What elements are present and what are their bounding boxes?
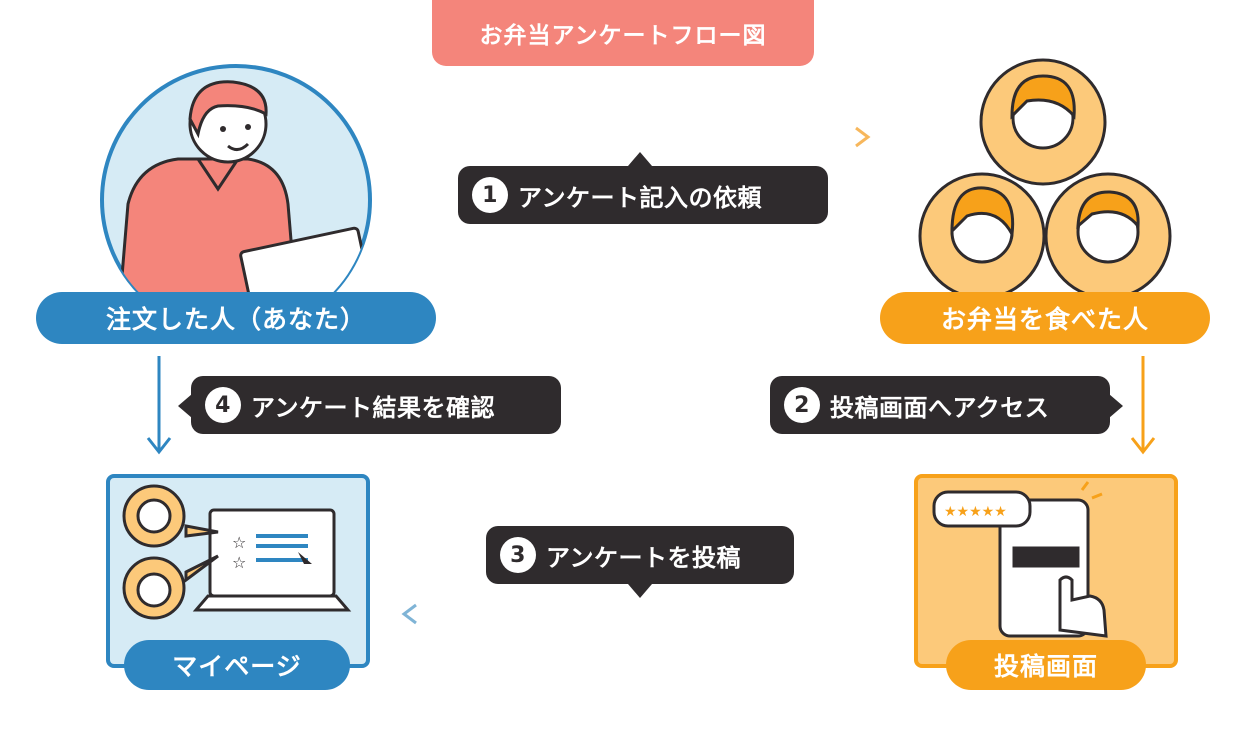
step4-pointer — [178, 394, 192, 418]
step3-pointer — [628, 584, 652, 598]
step-4: 4 アンケート結果を確認 — [191, 376, 561, 434]
step-2-label: 投稿画面へアクセス — [830, 393, 1050, 422]
node-mypage-label: マイページ — [124, 640, 350, 690]
node-post-screen-label: 投稿画面 — [946, 640, 1146, 690]
arrow-left-down — [146, 356, 172, 455]
hand-pointer-icon — [1058, 575, 1108, 638]
step-2: 2 投稿画面へアクセス — [770, 376, 1110, 434]
step-4-number: 4 — [205, 387, 241, 423]
star-icon: ☆ — [232, 533, 246, 552]
svg-text:☆: ☆ — [232, 553, 246, 572]
cursor-icon — [298, 552, 312, 572]
step-3-label: アンケートを投稿 — [546, 543, 742, 572]
laptop-icon: ☆ ☆ — [122, 484, 352, 620]
step-1: 1 アンケート記入の依頼 — [458, 166, 828, 224]
step-2-number: 2 — [784, 387, 820, 423]
customer-avatar — [100, 64, 372, 336]
step1-pointer — [628, 152, 652, 166]
node-eaters-label: お弁当を食べた人 — [880, 292, 1210, 344]
arrow-right-down — [1130, 356, 1156, 455]
eater-avatars — [918, 58, 1172, 300]
smartphone-icon: ★★★★★ — [932, 481, 1108, 638]
arrow-top — [408, 126, 871, 148]
step-3-number: 3 — [500, 537, 536, 573]
step-3: 3 アンケートを投稿 — [486, 526, 794, 584]
svg-text:★★★★★: ★★★★★ — [944, 504, 1007, 520]
step-1-label: アンケート記入の依頼 — [518, 183, 763, 212]
step-1-number: 1 — [472, 177, 508, 213]
step2-pointer — [1109, 394, 1123, 418]
diagram-title: お弁当アンケートフロー図 — [432, 0, 814, 66]
step-4-label: アンケート結果を確認 — [251, 393, 496, 422]
node-customer-label: 注文した人（あなた） — [36, 292, 436, 344]
arrow-bottom — [401, 603, 874, 625]
